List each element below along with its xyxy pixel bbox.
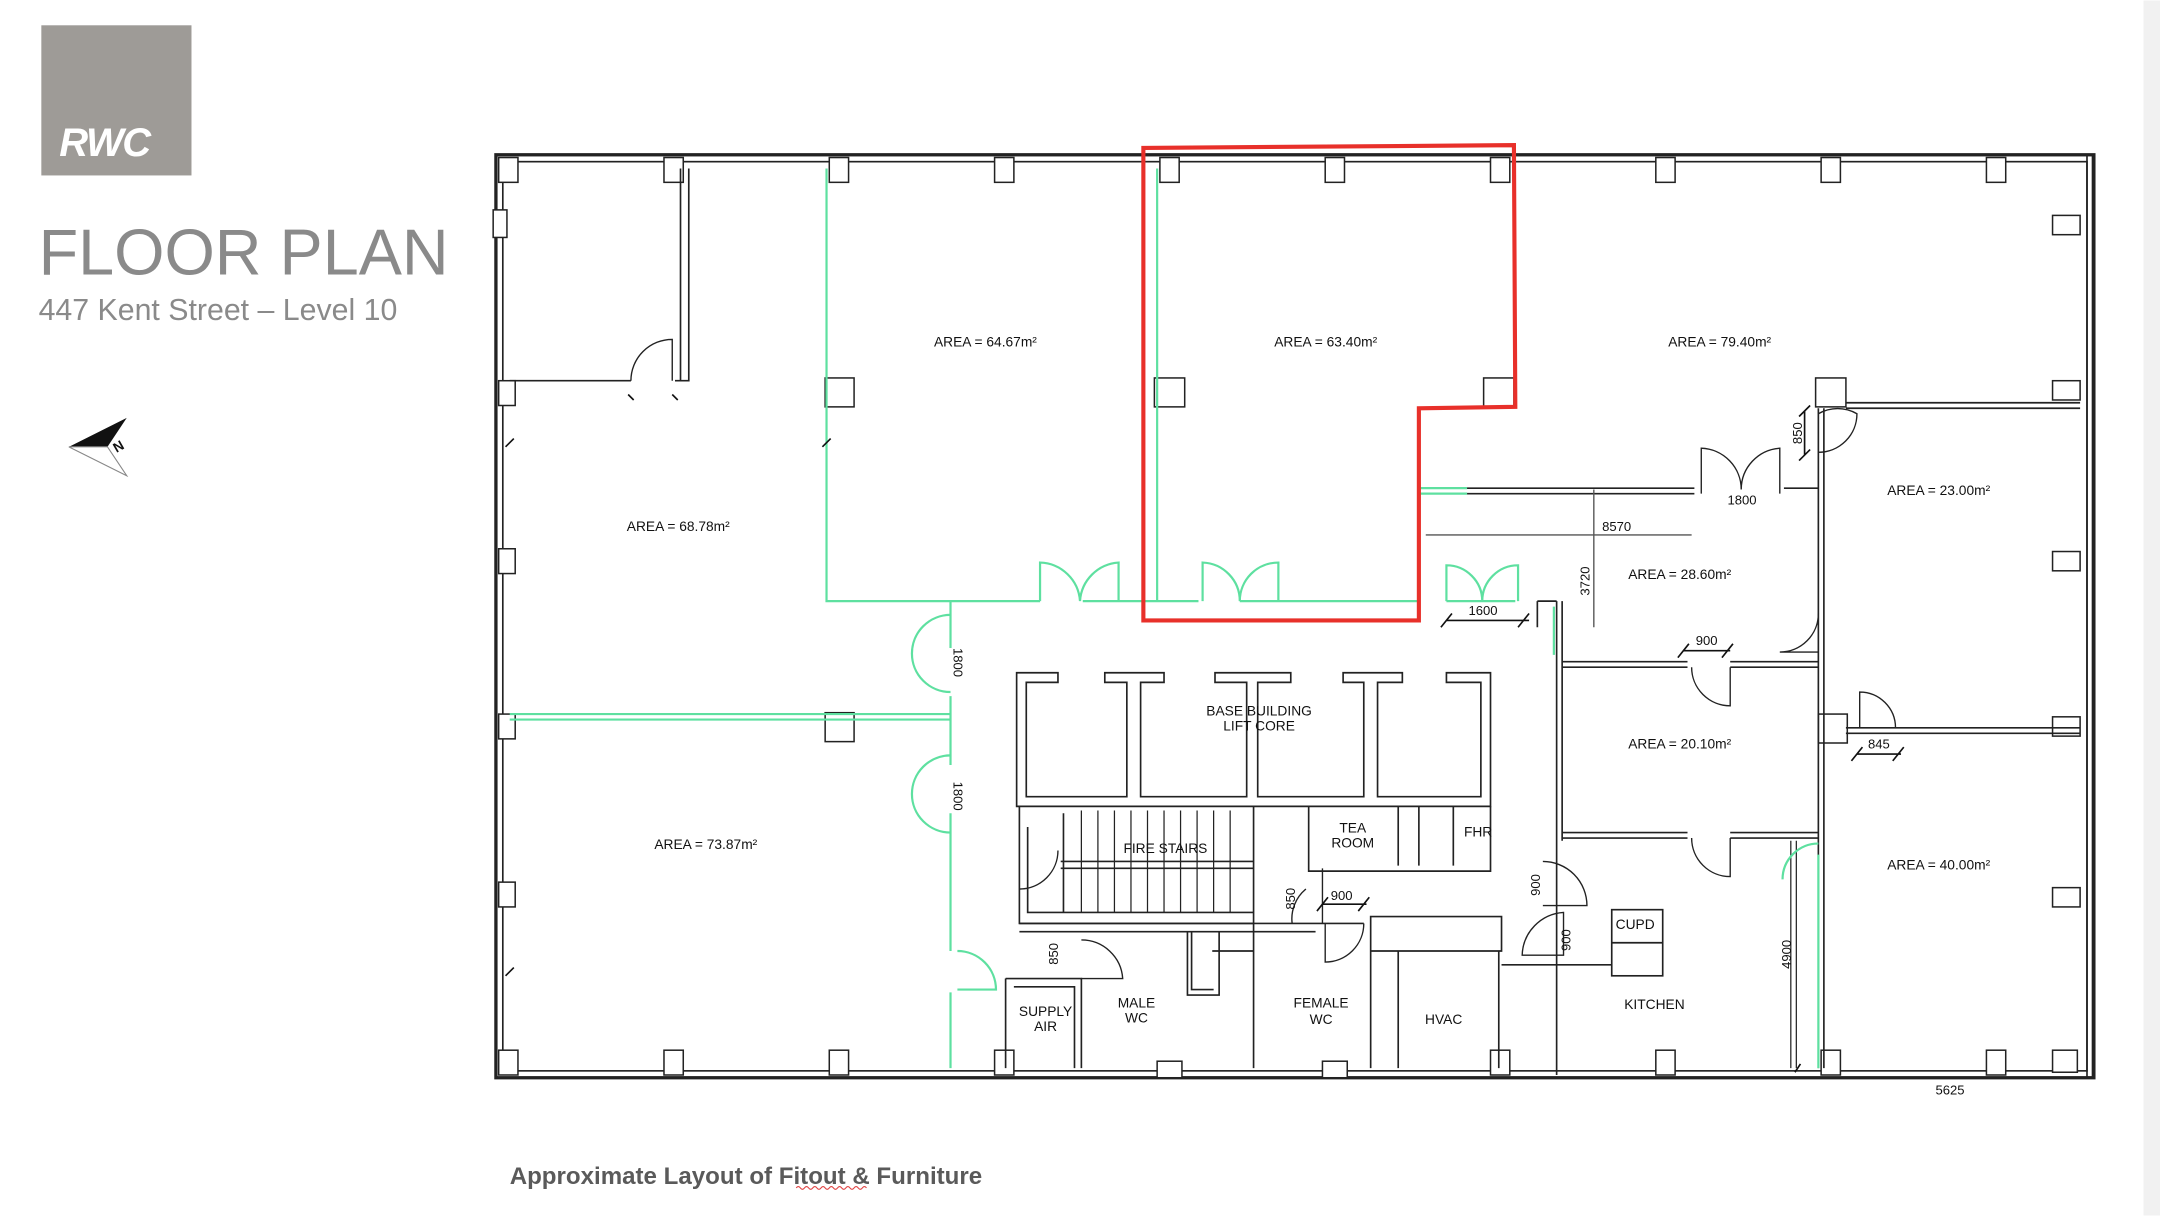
lift-core-label: BASE BUILDING [1206,703,1312,718]
north-arrow-icon: N [68,417,129,478]
room-area-label: AREA = 73.87m² [654,837,757,852]
room-area-label: AREA = 79.40m² [1668,334,1771,349]
north-label: N [110,438,126,456]
room-area-label: AREA = 64.67m² [934,334,1037,349]
tea-room-label: TEA [1339,821,1367,836]
dimension-label: 850 [1046,943,1061,965]
dimension-label: 900 [1528,874,1543,896]
room-area-label: AREA = 28.60m² [1628,567,1731,582]
page-subtitle: 447 Kent Street – Level 10 [39,294,398,327]
fhr-label: FHR [1464,825,1492,840]
rwc-logo: RWC [41,25,192,176]
dimension-label: 850 [1790,422,1805,444]
highlighted-tenancy-outline[interactable] [1141,143,1518,623]
logo-text: RWC [59,121,152,165]
dimension-label: 4900 [1779,940,1794,969]
dimension-label: 850 [1283,888,1298,910]
room-area-label: AREA = 68.78m² [627,519,730,534]
supply-air-label: SUPPLY [1019,1004,1072,1019]
lift-core-label: LIFT CORE [1223,719,1295,734]
spellcheck-underline [795,1186,867,1190]
supply-air-label: AIR [1034,1019,1057,1034]
page-title: FLOOR PLAN [39,216,449,289]
room-area-label: AREA = 20.10m² [1628,737,1731,752]
tea-room-label: ROOM [1331,836,1374,851]
dimension-label: 1800 [950,782,965,811]
dimension-label: 1800 [950,648,965,677]
dimension-label: 5625 [1935,1082,1964,1097]
dimension-label: 1600 [1468,603,1497,618]
fire-stairs-label: FIRE STAIRS [1123,841,1207,856]
dimension-label: 900 [1696,633,1718,648]
room-area-label: AREA = 23.00m² [1887,483,1990,498]
building-outline [494,153,2096,1080]
hvac-label: HVAC [1425,1012,1462,1027]
female-wc-label: FEMALE [1294,995,1349,1010]
dimension-label: 8570 [1602,519,1631,534]
columns [492,156,2081,1079]
space-labels: BASE BUILDING LIFT CORE FIRE STAIRS TEA … [1019,703,1685,1033]
male-wc-label: WC [1125,1011,1148,1026]
cupboard-label: CUPD [1616,917,1655,932]
internal-walls [509,168,2081,1075]
room-labels: AREA = 68.78m² AREA = 64.67m² AREA = 63.… [627,334,1991,872]
page-edge [2143,0,2160,1216]
dimension-label: 900 [1558,929,1573,951]
kitchen-label: KITCHEN [1624,997,1684,1012]
dimension-label: 845 [1868,737,1890,752]
dimension-label: 900 [1331,888,1353,903]
dimension-label: 3720 [1578,567,1593,596]
room-area-label-highlighted[interactable]: AREA = 63.40m² [1274,334,1377,349]
dimension-labels: 1800 850 8570 3720 1600 900 845 850 900 … [504,393,1965,1097]
new-partitions [509,168,1820,1069]
room-area-label: AREA = 40.00m² [1887,858,1990,873]
male-wc-label: MALE [1118,995,1156,1010]
footer-caption: Approximate Layout of Fitout & Furniture [510,1163,982,1190]
dimension-label: 1800 [1727,493,1756,508]
female-wc-label: WC [1310,1012,1333,1027]
